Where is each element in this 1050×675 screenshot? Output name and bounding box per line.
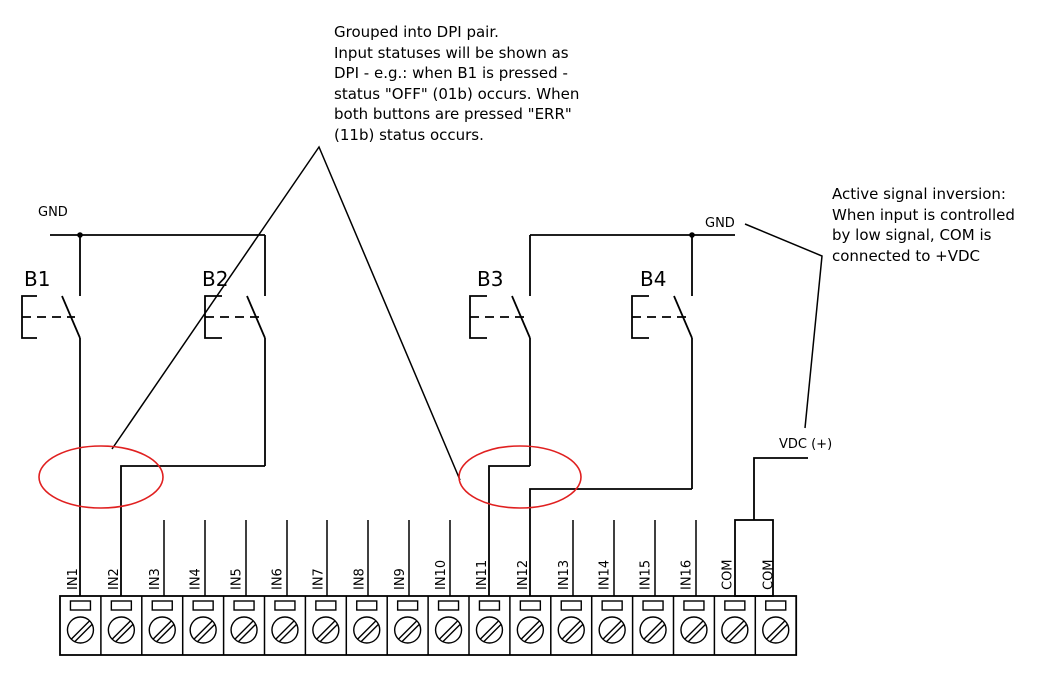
terminal-in8-8: IN8 — [345, 520, 381, 655]
terminal-slot — [151, 600, 173, 611]
terminal-label: IN8 — [352, 568, 367, 590]
terminal-slot — [519, 600, 542, 611]
signal-inversion-note: Active signal inversion: When input is c… — [832, 185, 1015, 265]
screw-icon — [312, 616, 340, 644]
screw-icon — [353, 616, 381, 644]
gnd-right-label: GND — [705, 216, 735, 231]
terminal-in9-9: IN9 — [386, 520, 422, 655]
button-b1-label: B1 — [24, 267, 50, 291]
terminal-in7-7: IN7 — [304, 520, 340, 655]
screw-icon — [680, 616, 708, 644]
terminal-label: IN15 — [639, 560, 654, 590]
gnd-wiring — [50, 234, 735, 288]
gnd-left-label: GND — [38, 205, 68, 220]
dpi-annotation-lines — [111, 145, 461, 481]
terminal-in11-11: IN11 — [468, 560, 504, 655]
terminal-slot — [315, 600, 337, 611]
terminal-label: IN10 — [434, 560, 449, 590]
terminal-slot — [110, 600, 133, 611]
terminal-label: IN6 — [271, 568, 286, 590]
terminal-in15-15: IN15 — [631, 520, 667, 655]
terminal-in12-12: IN12 — [509, 560, 545, 655]
screw-icon — [66, 616, 95, 644]
terminal-slot — [560, 600, 582, 611]
terminal-slot — [683, 600, 705, 611]
terminal-slot — [765, 600, 787, 611]
terminal-in13-13: IN13 — [550, 520, 585, 655]
terminal-in2-2: IN2 — [100, 568, 136, 655]
vdc-wire — [753, 457, 808, 520]
terminal-in10-10: IN10 — [427, 520, 463, 655]
terminal-com-18: COM — [754, 559, 790, 655]
button-b2-label: B2 — [202, 267, 228, 291]
terminal-block: IN1 IN2 IN3 IN4 IN5 IN6 IN7 IN8 IN9 IN10 IN11 IN12 I… — [59, 520, 798, 656]
terminal-in5-5: IN5 — [222, 520, 258, 655]
screw-icon — [393, 616, 422, 644]
terminal-in4-4: IN4 — [181, 520, 217, 655]
terminal-slot — [233, 600, 255, 611]
button-b3-label: B3 — [477, 267, 503, 291]
terminal-label: IN13 — [557, 560, 572, 590]
terminal-in1-1: IN1 — [66, 568, 95, 644]
button-b2: B2 — [120, 267, 266, 596]
vdc-label: VDC (+) — [779, 437, 832, 452]
terminal-label: IN11 — [475, 560, 490, 590]
terminal-slot — [192, 600, 214, 611]
terminal-in6-6: IN6 — [263, 520, 299, 655]
terminal-in3-3: IN3 — [141, 520, 176, 655]
terminal-slot — [642, 600, 664, 611]
button-b1: B1 — [21, 267, 81, 596]
terminal-slot — [478, 600, 501, 611]
screw-icon — [721, 616, 749, 644]
dpi-pair-note: Grouped into DPI pair. Input statuses wi… — [334, 23, 580, 144]
terminal-slot — [274, 600, 296, 611]
terminal-com-17: COM — [713, 559, 749, 655]
screw-icon — [598, 616, 626, 644]
terminal-label: IN16 — [680, 560, 695, 590]
terminal-label: IN9 — [393, 568, 408, 590]
screw-icon — [762, 616, 790, 644]
terminal-label: IN5 — [230, 568, 245, 590]
button-b3: B3 — [469, 267, 531, 596]
screw-icon — [516, 616, 545, 644]
terminal-label: IN7 — [311, 568, 326, 590]
screw-icon — [107, 616, 136, 644]
screw-icon — [434, 616, 463, 644]
dpi-pair-highlight-in11-in12 — [458, 445, 582, 509]
terminal-label: IN2 — [107, 568, 122, 590]
gnd-junction-right — [689, 232, 695, 238]
terminal-slot — [69, 600, 92, 611]
screw-icon — [557, 616, 585, 644]
terminal-label: COM — [761, 559, 776, 590]
dpi-pair-highlight-in1-in2 — [38, 445, 164, 509]
terminal-label: IN14 — [598, 560, 613, 590]
screw-icon — [148, 616, 176, 644]
terminal-label: IN12 — [516, 560, 531, 590]
terminal-label: IN1 — [66, 568, 81, 590]
screw-icon — [189, 616, 217, 644]
gnd-junction-left — [77, 232, 83, 238]
terminal-in14-14: IN14 — [590, 520, 626, 655]
screw-icon — [271, 616, 299, 644]
terminal-label: IN3 — [148, 568, 163, 590]
terminal-label: COM — [720, 559, 735, 590]
terminal-slot — [601, 600, 623, 611]
terminal-slot — [724, 600, 746, 611]
button-b4-label: B4 — [640, 267, 666, 291]
screw-icon — [639, 616, 667, 644]
terminal-label: IN4 — [189, 568, 204, 590]
terminal-slot — [396, 600, 419, 611]
screw-icon — [230, 616, 258, 644]
screw-icon — [475, 616, 504, 644]
terminal-slot — [356, 600, 378, 611]
terminal-slot — [437, 600, 460, 611]
inversion-annotation-lines — [744, 223, 823, 429]
button-b4: B4 — [529, 267, 693, 596]
terminal-in16-16: IN16 — [672, 520, 708, 655]
